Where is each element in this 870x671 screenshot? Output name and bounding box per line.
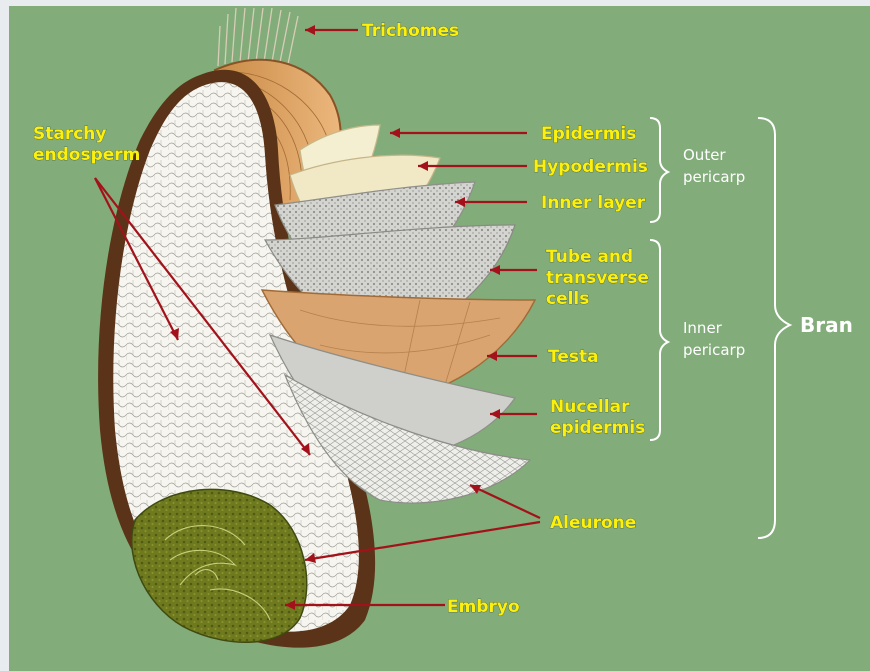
label-inner-layer: Inner layer [541, 193, 646, 213]
label-epidermis: Epidermis [541, 124, 636, 144]
label-tube-line-3: cells [546, 289, 589, 309]
group-inner-line-1: Inner [683, 319, 723, 337]
outer-pericarp-brace [650, 118, 668, 222]
label-hypodermis: Hypodermis [533, 157, 648, 177]
inner-pericarp-brace [650, 240, 668, 440]
group-inner-line-2: pericarp [683, 341, 745, 359]
label-nucellar-line-2: epidermis [550, 418, 645, 438]
group-outer-line-1: Outer [683, 146, 726, 164]
bran-brace [758, 118, 790, 538]
label-aleurone: Aleurone [550, 513, 636, 533]
label-trichomes: Trichomes [362, 21, 459, 41]
group-outer-line-2: pericarp [683, 168, 745, 186]
label-testa: Testa [548, 347, 599, 367]
label-starchy-line-1: Starchy [33, 124, 107, 144]
label-embryo: Embryo [447, 597, 520, 617]
label-tube-line-1: Tube and [546, 247, 633, 267]
label-nucellar-line-1: Nucellar [550, 397, 630, 417]
group-bran: Bran [800, 313, 853, 337]
label-starchy-line-2: endosperm [33, 145, 140, 165]
trichomes-hairs [218, 8, 298, 66]
label-tube-line-2: transverse [546, 268, 649, 288]
